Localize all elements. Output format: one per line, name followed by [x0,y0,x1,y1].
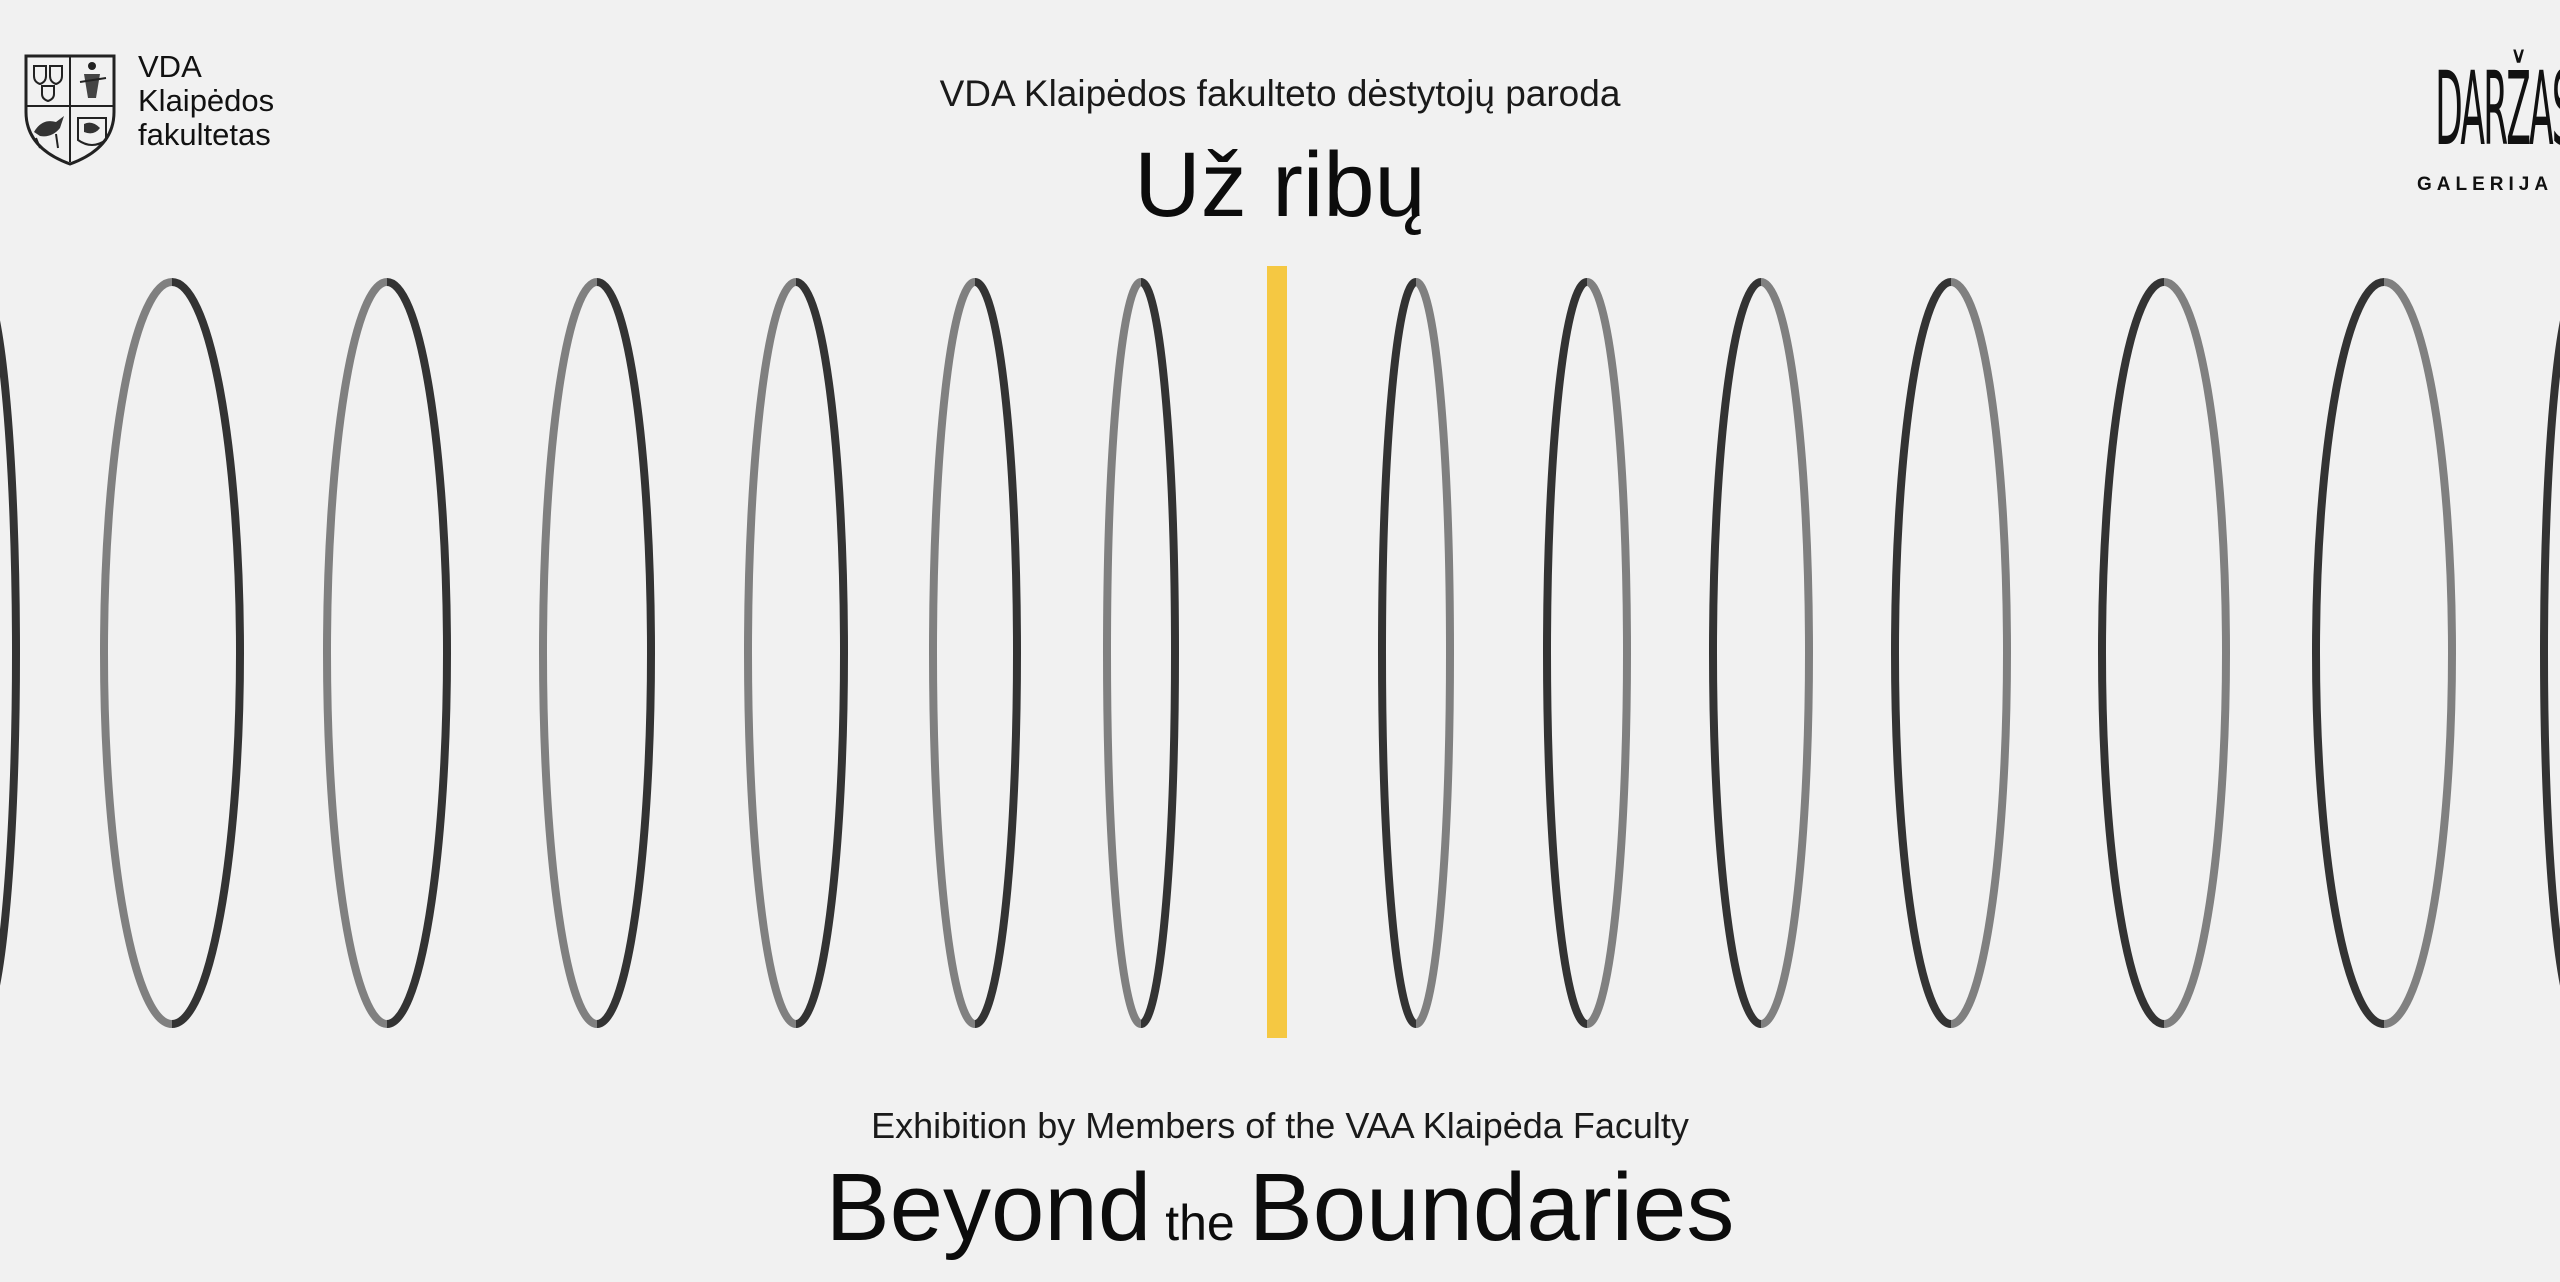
ring-left-arc [2098,278,2165,1028]
footer-title-small: the [1165,1195,1235,1251]
ring [1378,278,1454,1028]
ring-right-arc [974,278,1021,1028]
ring-left-arc [2312,278,2385,1028]
footer-subtitle: Exhibition by Members of the VAA Klaipėd… [871,1105,1689,1146]
footer-title-part1: Beyond [825,1154,1152,1261]
ring-right-arc [171,278,244,1028]
ring-right-arc [2383,278,2456,1028]
ring-right-arc [0,320,20,986]
ring-left-arc [744,278,797,1028]
vda-line-2: Klaipėdos [138,83,275,118]
ring [539,278,655,1028]
ring-left-arc [929,278,976,1028]
ring [1543,278,1631,1028]
ring-right-arc [795,278,848,1028]
ring-left-arc [323,278,388,1028]
ring-right-arc [1140,278,1179,1028]
ring [929,278,1021,1028]
ring-left-arc [539,278,598,1028]
ring [100,278,244,1028]
ring [2098,278,2230,1028]
vda-crest-icon [24,54,116,166]
ring [1709,278,1813,1028]
vda-line-1: VDA [138,49,202,84]
ring-left-arc [1709,278,1762,1028]
center-bar [1267,266,1287,1038]
ring-left-arc [1543,278,1588,1028]
ring-left-arc [1891,278,1952,1028]
ring [2540,320,2560,986]
ring [744,278,848,1028]
ring-right-arc [1415,278,1454,1028]
vda-logo: VDA Klaipėdos fakultetas [22,50,302,170]
ring [2312,278,2456,1028]
ring-left-arc [1103,278,1142,1028]
header-subtitle: VDA Klaipėdos fakulteto dėstytojų paroda [939,73,1621,114]
ring-right-arc [1950,278,2011,1028]
ring-left-arc [100,278,173,1028]
ring-left-arc [2540,320,2560,986]
ring-left-arc [1378,278,1417,1028]
ring-right-arc [2163,278,2230,1028]
vda-name: VDA Klaipėdos fakultetas [138,50,274,152]
ring-right-arc [1760,278,1813,1028]
ring-right-arc [386,278,451,1028]
header-title: Už ribų [1134,134,1426,236]
ring-right-arc [596,278,655,1028]
ring [1103,278,1179,1028]
darzas-subtitle: GALERIJA [2417,174,2554,195]
ring [323,278,451,1028]
footer-title-part2: Boundaries [1248,1154,1735,1261]
ring [1891,278,2011,1028]
vda-line-3: fakultetas [138,117,271,152]
ring-right-arc [1586,278,1631,1028]
ring [0,320,20,986]
